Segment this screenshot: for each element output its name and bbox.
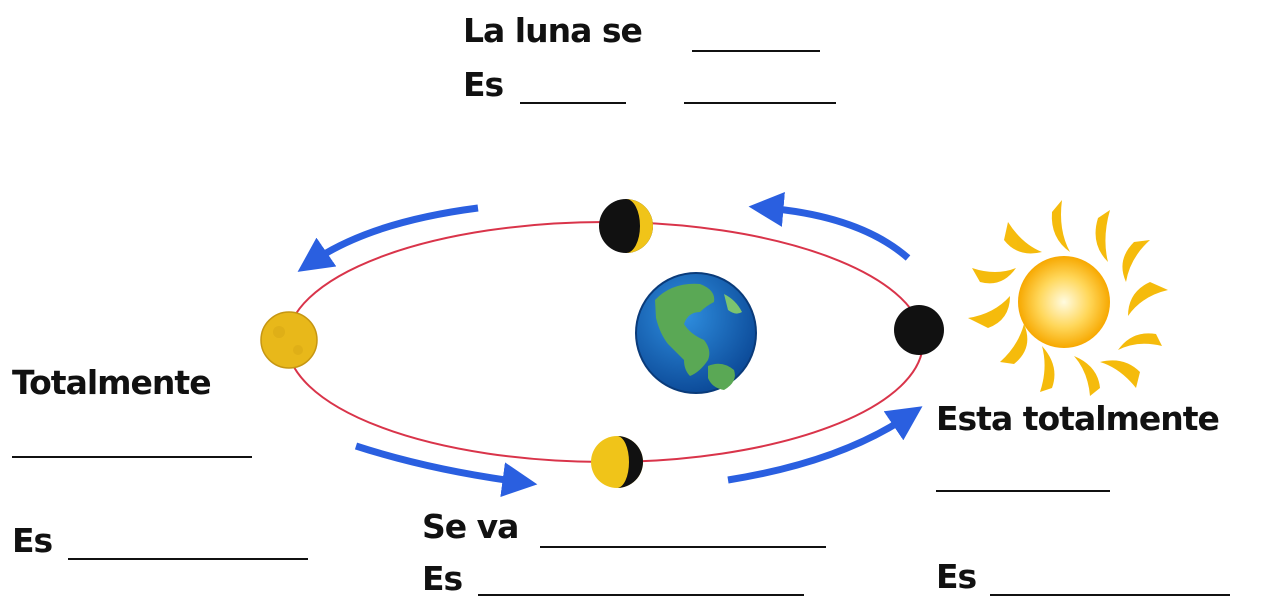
right-blank-1[interactable] (936, 490, 1110, 492)
top-label-line1: La luna se (463, 11, 643, 50)
left-label-line2: Es (12, 521, 53, 560)
new-moon-icon (894, 305, 944, 355)
top-blank-1[interactable] (692, 50, 820, 52)
left-blank-1[interactable] (12, 456, 252, 458)
bottom-label-line2: Es (422, 559, 463, 598)
top-blank-3[interactable] (684, 102, 836, 104)
bottom-blank-1[interactable] (540, 546, 826, 548)
top-label-line2: Es (463, 65, 504, 104)
quarter-moon-icon (599, 199, 653, 253)
right-label-line2: Es (936, 557, 977, 596)
top-blank-2[interactable] (520, 102, 626, 104)
orbit-arrow-icon (727, 406, 923, 484)
left-label-line1: Totalmente (12, 363, 212, 402)
sun-icon (968, 200, 1168, 396)
right-label-line1: Esta totalmente (936, 399, 1220, 438)
full-moon-icon (260, 311, 318, 369)
earth-icon (635, 272, 757, 394)
orbit-arrow-icon (297, 204, 479, 272)
left-blank-2[interactable] (68, 558, 308, 560)
moon-orbit (286, 221, 924, 463)
quarter-moon-icon (591, 436, 643, 488)
right-blank-2[interactable] (990, 594, 1230, 596)
orbit-arrow-icon (748, 192, 911, 261)
bottom-label-line1: Se va (422, 507, 519, 546)
bottom-blank-2[interactable] (478, 594, 804, 596)
orbit-arrow-icon (354, 442, 538, 498)
